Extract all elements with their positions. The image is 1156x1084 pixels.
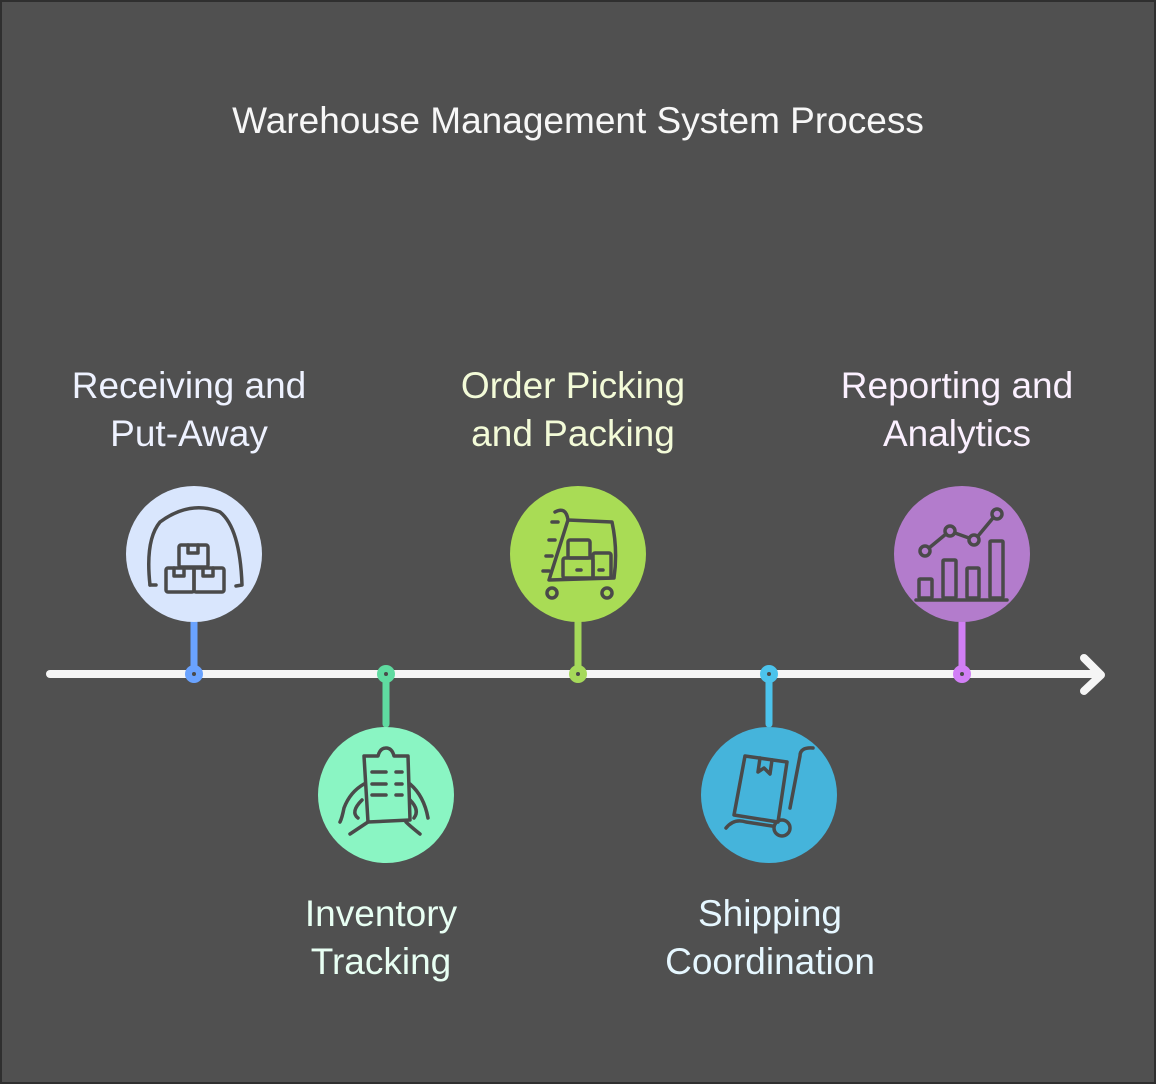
step-label-line: Shipping — [697, 893, 842, 934]
step-label-receiving: Receiving and Put-Away — [39, 362, 339, 458]
step-label-line: Receiving and — [71, 365, 307, 406]
step-receiving — [126, 486, 262, 683]
step-label-line: Tracking — [310, 941, 452, 982]
timeline-arrowhead-icon — [1080, 654, 1105, 695]
step-label-line: and Packing — [471, 413, 675, 454]
step-label-inventory: Inventory Tracking — [231, 890, 531, 986]
step-label-line: Order Picking — [460, 365, 686, 406]
analytics-chart-icon — [914, 507, 1009, 602]
timeline-marker-center — [767, 672, 771, 676]
step-picking — [510, 486, 646, 683]
timeline-marker-center — [960, 672, 964, 676]
timeline-marker-center — [192, 672, 196, 676]
step-label-reporting: Reporting and Analytics — [807, 362, 1107, 458]
step-inventory — [318, 665, 454, 863]
step-label-line: Coordination — [665, 941, 875, 982]
diagram-title: Warehouse Management System Process — [232, 100, 924, 141]
clipboard-hands-icon — [338, 746, 430, 836]
timeline-marker-center — [384, 672, 388, 676]
step-circle — [510, 486, 646, 622]
hand-truck-icon — [724, 746, 815, 838]
step-label-picking: Order Picking and Packing — [423, 362, 723, 458]
step-reporting — [894, 486, 1030, 683]
step-label-line: Analytics — [882, 413, 1032, 454]
step-label-shipping: Shipping Coordination — [620, 890, 920, 986]
timeline-marker-center — [576, 672, 580, 676]
step-shipping — [701, 665, 837, 863]
step-label-line: Inventory — [304, 893, 458, 934]
step-label-line: Put-Away — [110, 413, 268, 454]
picking-cart-icon — [541, 508, 618, 600]
warehouse-boxes-icon — [147, 506, 244, 594]
step-circle — [701, 727, 837, 863]
step-label-line: Reporting and — [840, 365, 1074, 406]
